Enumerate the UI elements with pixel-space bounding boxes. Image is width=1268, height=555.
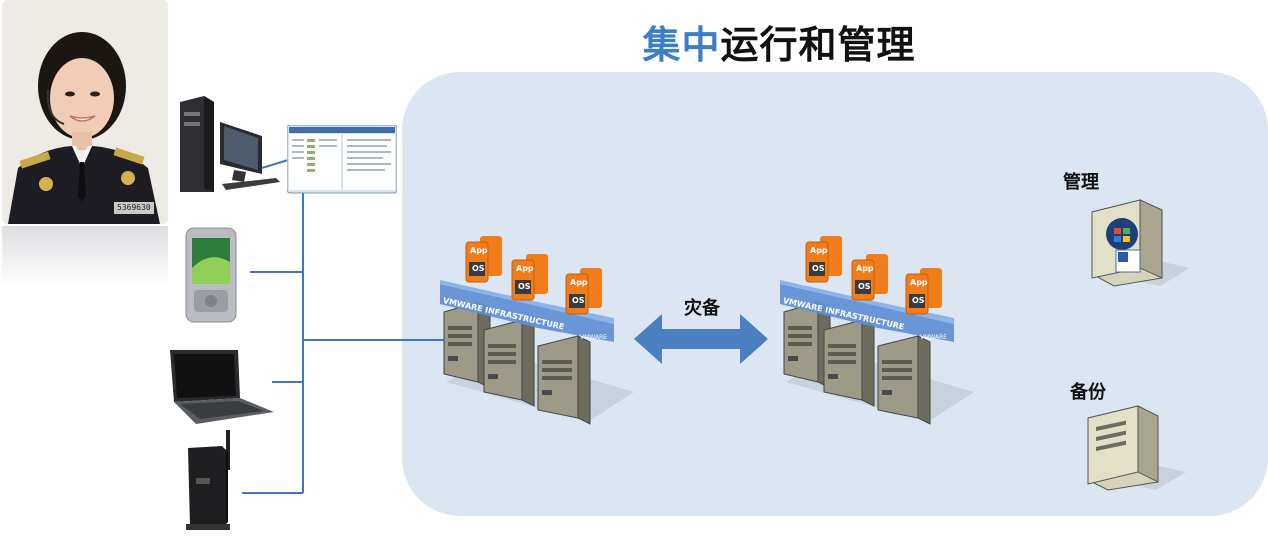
title-rest: 运行和管理 [720, 23, 916, 67]
app-label: App [810, 246, 828, 255]
backup-label: 备份 [1070, 382, 1106, 403]
os-label: OS [518, 282, 531, 291]
os-label: OS [572, 296, 585, 305]
laptop-icon [166, 346, 276, 426]
os-label: OS [472, 264, 485, 273]
app-label: App [856, 264, 874, 273]
os-label: OS [812, 264, 825, 273]
vmware-sub-label: VMWARE [580, 334, 607, 341]
app-label: App [570, 278, 588, 287]
application-screen-icon [287, 125, 397, 195]
vmware-cluster-backup-site: App OS App OS App OS VMWARE INFRASTRUCTU… [778, 232, 978, 432]
photo-reflection [2, 226, 168, 286]
app-label: App [910, 278, 928, 287]
disaster-recovery-label: 灾备 [684, 298, 720, 319]
router-icon [182, 428, 238, 532]
badge-number: 5369630 [117, 203, 151, 212]
bidirectional-arrow-icon [634, 312, 768, 366]
vmware-cluster-primary: App OS App OS App OS VMWARE INFRASTRUCTU… [438, 232, 638, 432]
desktop-pc-icon [176, 92, 280, 196]
backup-server-icon [1082, 398, 1186, 492]
management-label: 管理 [1063, 172, 1099, 193]
server-1 [443, 301, 491, 389]
os-label: OS [858, 282, 871, 291]
page-title: 集中运行和管理 [0, 14, 1268, 69]
operator-photo: 5369630 [2, 0, 168, 224]
app-label: App [470, 246, 488, 255]
vmware-sub-label: VMWARE [920, 334, 947, 341]
pda-icon [184, 226, 240, 326]
management-server-icon [1086, 194, 1190, 288]
os-label: OS [912, 296, 925, 305]
title-highlight: 集中 [642, 23, 721, 67]
app-label: App [516, 264, 534, 273]
